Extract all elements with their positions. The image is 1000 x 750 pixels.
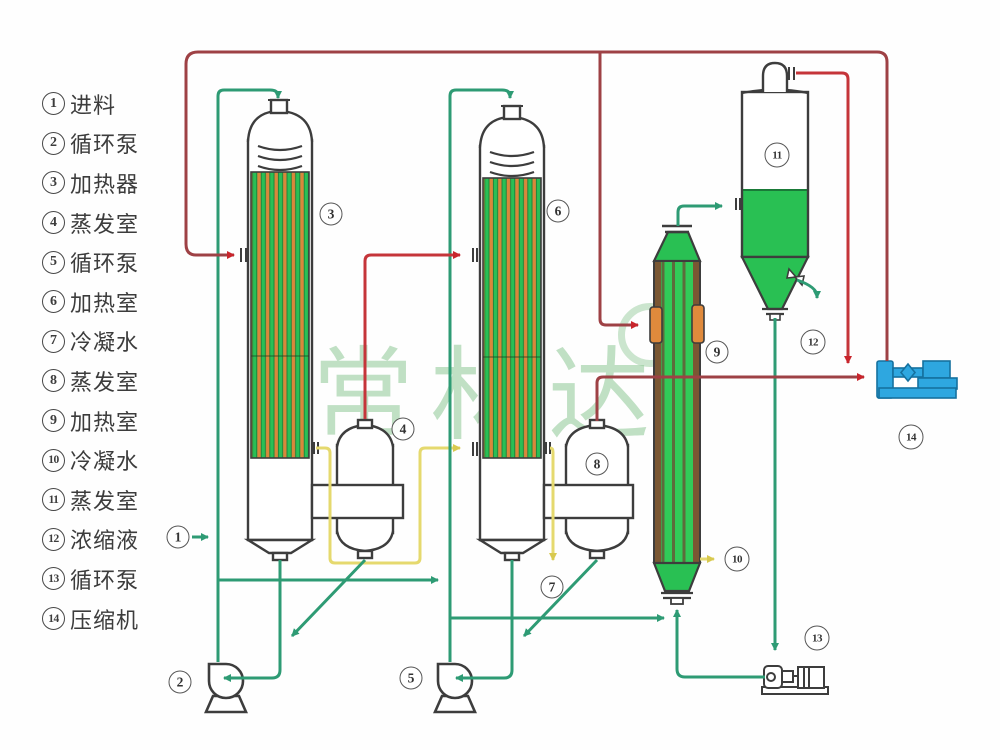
equipment-label-5: 5 [399,666,423,690]
legend-label: 浓缩液 [70,528,140,554]
pump2-discharge-to-3 [216,88,282,662]
steam-pipes [184,50,889,421]
heater6-bottom-to-pump5 [455,560,514,682]
top-vapor-nozzle [761,61,789,92]
equipment-label-6: 6 [546,199,570,223]
equipment-label-13: 13 [804,625,830,651]
legend-label: 循环泵 [70,251,140,277]
equipment-label-10: 10 [724,546,750,572]
pump-13 [761,665,829,695]
separator4-bottom-drain [290,558,367,638]
legend-label: 加热器 [70,171,140,197]
heater-3 [240,98,319,562]
vapor-4-to-6 [363,251,461,419]
legend-label: 压缩机 [70,607,140,633]
equipment-label-3: 3 [319,202,343,226]
legend-num: 11 [42,488,65,512]
equipment-label-12: 12 [800,329,826,355]
equipment-label-8: 8 [585,452,609,476]
liquor-pipes [192,88,821,682]
condensate-3-to-6 [316,444,461,565]
legend-num: 7 [42,329,65,353]
legend-label: 加热室 [70,409,140,435]
equipment-label-1: 1 [166,525,190,549]
legend-num: 3 [42,171,65,195]
duct-6-8 [542,483,635,520]
legend-label: 循环泵 [70,567,140,593]
steam-chest-pad-left [649,306,663,344]
legend-label: 蒸发室 [70,488,140,514]
legend-num: 13 [42,567,65,591]
legend-label: 进料 [70,92,117,118]
separator-8 [542,418,635,560]
equipment-label-2: 2 [168,670,192,694]
equipment-label-7: 7 [540,575,564,599]
steam-branch-to-9 [598,52,639,329]
heater-9 [649,224,705,605]
separator-4 [310,418,405,560]
steam-chest-pad-right [691,304,705,344]
vapor-11-to-compressor [796,71,852,364]
separator8-bottom-drain [522,558,599,638]
condensate-pipes [316,444,715,565]
concentrate-out-12 [796,278,819,297]
legend-num: 8 [42,369,65,393]
legend-label: 循环泵 [70,132,140,158]
legend-label: 加热室 [70,290,140,316]
vapor-8-to-compressor [595,373,865,421]
legend-label: 蒸发室 [70,211,140,237]
pump13-discharge-to-9 [673,609,765,679]
pump5-discharge-to-6 [448,88,514,662]
legend-num: 6 [42,290,65,314]
legend-num: 12 [42,527,65,551]
legend-label: 蒸发室 [70,369,140,395]
legend-label: 冷凝水 [70,330,140,356]
legend-label: 冷凝水 [70,449,140,475]
compressor-14 [876,360,958,399]
legend-num: 14 [42,607,65,631]
legend-num: 5 [42,250,65,274]
equipment-label-4: 4 [391,417,415,441]
heater3-bottom-to-pump2 [223,560,282,682]
pump-2 [204,662,248,714]
legend-num: 1 [42,92,65,116]
condensate-out-7 [549,446,557,561]
legend-num: 2 [42,131,65,155]
legend-num: 10 [42,448,65,472]
equipment-label-11: 11 [764,142,790,168]
equipment-label-9: 9 [705,340,729,364]
duct-3-4 [310,483,405,520]
legend-num: 4 [42,211,65,235]
heater9-top-to-separator11 [676,202,723,226]
heater-6 [472,104,551,562]
separator-11 [735,61,810,321]
legend-num: 9 [42,409,65,433]
pump-5 [433,662,477,714]
equipment-label-14: 14 [898,424,924,450]
compressor-discharge-to-3 [184,50,889,361]
